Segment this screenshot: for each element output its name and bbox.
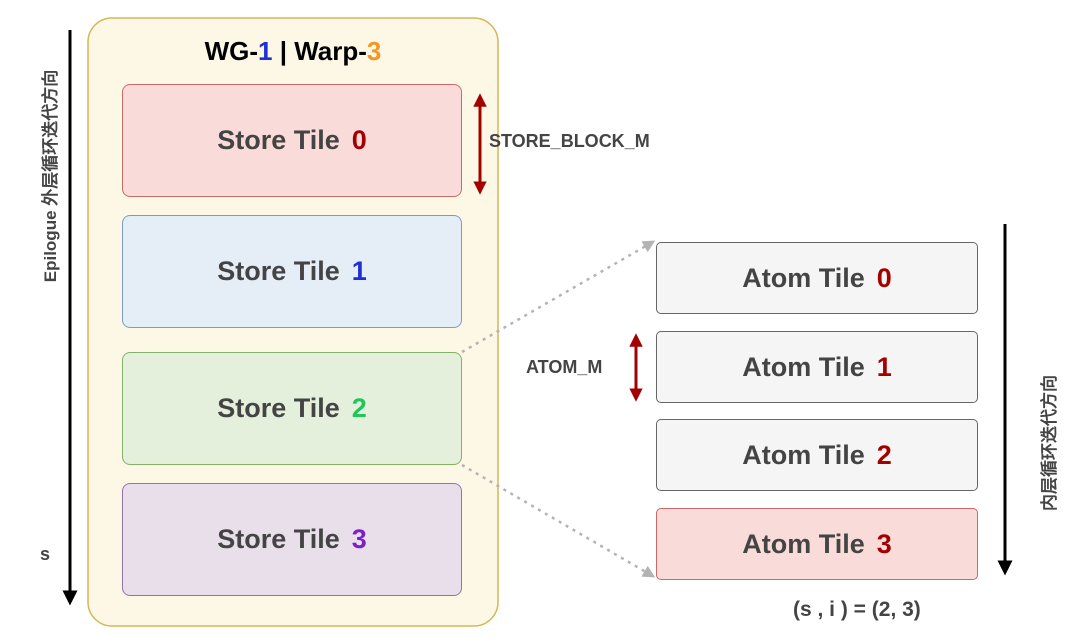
coordinate-label: (s , i ) = (2, 3) [793, 598, 921, 621]
store-tile-1: Store Tile 1 [122, 215, 462, 328]
atom-tile-0: Atom Tile 0 [656, 242, 978, 314]
atom-tile-index: 3 [876, 528, 892, 559]
store-tile-index: 0 [351, 125, 367, 155]
atom-tile-1: Atom Tile 1 [656, 331, 978, 403]
title-separator: | Warp- [272, 36, 367, 66]
atom-m-label: ATOM_M [526, 357, 603, 377]
atom-tile-label: Atom Tile [742, 351, 865, 382]
atom-tile-index: 2 [876, 439, 892, 470]
atom-tile-label: Atom Tile [742, 262, 865, 293]
atom-tile-3: Atom Tile 3 [656, 508, 978, 580]
store-tile-label: Store Tile [217, 256, 340, 286]
store-tile-index: 3 [351, 524, 367, 554]
atom-tile-index: 1 [876, 351, 892, 382]
store-tile-3: Store Tile 3 [122, 483, 462, 596]
store-tile-0: Store Tile 0 [122, 84, 462, 197]
store-tile-label: Store Tile [217, 393, 340, 423]
store-tile-2: Store Tile 2 [122, 352, 462, 465]
atom-tile-label: Atom Tile [742, 439, 865, 470]
title-wg-number: 1 [258, 36, 273, 66]
store-tile-label: Store Tile [217, 524, 340, 554]
atom-tile-label: Atom Tile [742, 528, 865, 559]
s-axis-label: s [40, 544, 51, 564]
inner-loop-label: 内层循环迭代方向 [1040, 375, 1059, 511]
store-block-m-label: STORE_BLOCK_M [489, 131, 650, 151]
store-tile-index: 1 [351, 256, 367, 286]
outer-loop-label: Epilogue 外层循环迭代方向 [41, 69, 60, 283]
atom-tile-2: Atom Tile 2 [656, 419, 978, 491]
title-warp-number: 3 [366, 36, 382, 66]
store-tile-label: Store Tile [217, 125, 340, 155]
store-tile-index: 2 [351, 393, 367, 423]
title-prefix: WG- [204, 36, 259, 66]
atom-tile-index: 0 [876, 262, 892, 293]
diagram-title: WG-1 | Warp-3 [0, 36, 586, 67]
